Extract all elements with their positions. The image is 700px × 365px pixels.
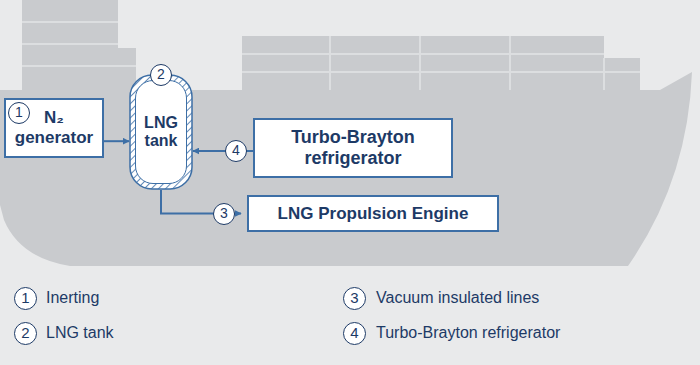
node-label: LNG Propulsion Engine	[278, 204, 469, 224]
node-label: LNG tank	[141, 114, 181, 151]
legend-text: LNG tank	[46, 322, 114, 344]
callout-number: 2	[150, 64, 172, 86]
ship-silhouette	[0, 0, 692, 266]
callout-number: 1	[8, 102, 30, 124]
legend-text: Vacuum insulated lines	[376, 287, 539, 309]
callout-number: 2	[14, 322, 37, 345]
callout-number: 1	[14, 287, 37, 310]
callout-number: 4	[343, 322, 366, 345]
callout-number: 4	[225, 140, 247, 162]
engine-box: LNG Propulsion Engine	[247, 195, 499, 232]
callout-number: 3	[343, 287, 366, 310]
legend-text: Turbo-Brayton refrigerator	[376, 322, 560, 344]
tank-insulation	[130, 75, 192, 189]
tank-shape: LNG tank	[135, 80, 187, 184]
node-label: Turbo-Brayton refrigerator	[260, 127, 446, 168]
flow-arrow	[104, 140, 129, 142]
bridge-windows	[22, 22, 136, 66]
refrigerator-box: Turbo-Brayton refrigerator	[253, 118, 453, 178]
callout-number: 3	[213, 203, 235, 225]
legend-text: Inerting	[46, 287, 99, 309]
container-lines	[242, 36, 640, 90]
